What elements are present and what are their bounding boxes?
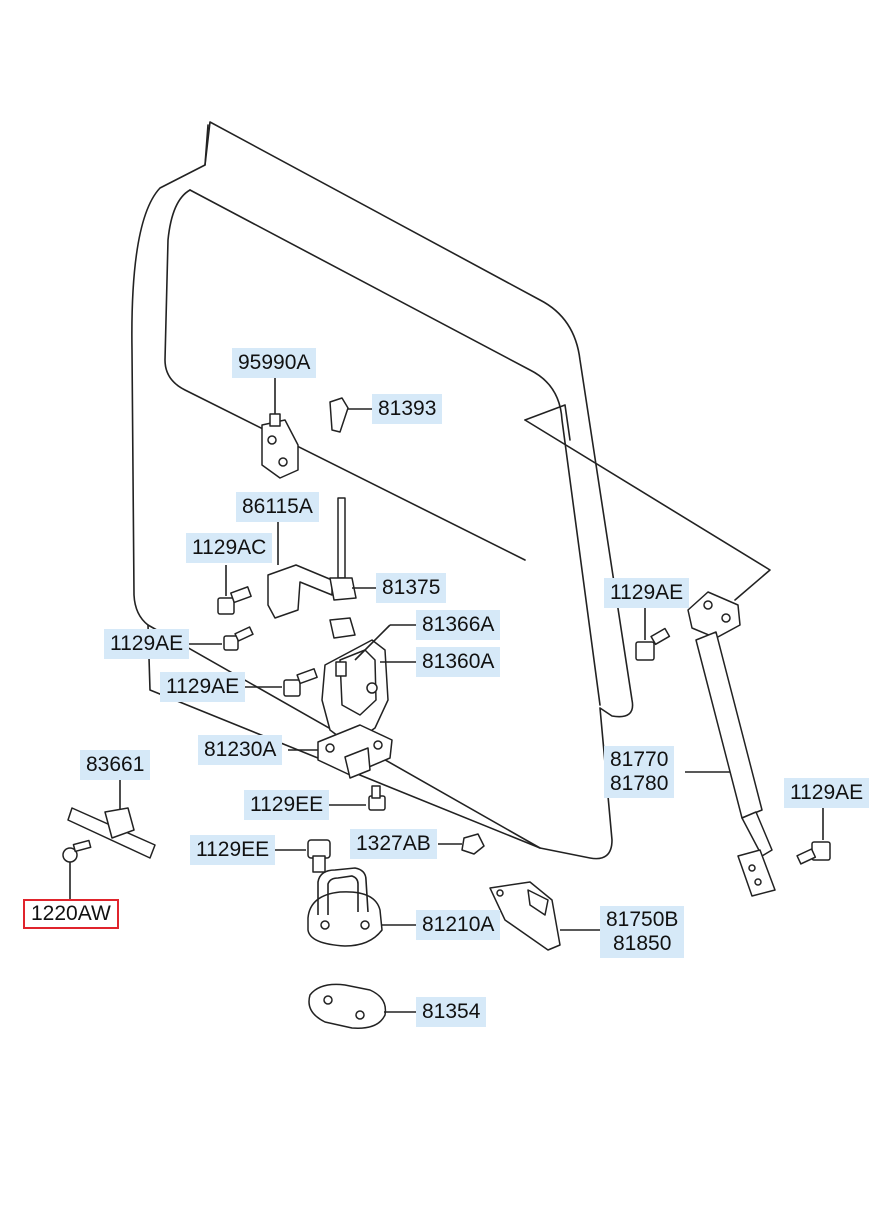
label-81375[interactable]: 81375 bbox=[376, 573, 447, 603]
label-81750B-81850[interactable]: 81750B 81850 bbox=[600, 906, 685, 958]
part-1129AC-bolt bbox=[217, 565, 252, 615]
part-1129AE-right-bolt bbox=[635, 608, 671, 661]
part-81230A-base bbox=[288, 724, 393, 779]
label-81360A[interactable]: 81360A bbox=[416, 647, 501, 677]
label-86115A[interactable]: 86115A bbox=[236, 492, 319, 522]
part-81354-plate bbox=[308, 983, 416, 1029]
label-1129AC[interactable]: 1129AC bbox=[186, 533, 273, 563]
label-81210A[interactable]: 81210A bbox=[416, 910, 501, 940]
label-81850: 81850 bbox=[613, 932, 672, 955]
label-1129AE-left[interactable]: 1129AE bbox=[104, 629, 190, 659]
label-1129AE-right[interactable]: 1129AE bbox=[604, 578, 690, 608]
part-81393-pin bbox=[329, 397, 372, 433]
part-81210A-striker bbox=[307, 867, 416, 947]
label-83661[interactable]: 83661 bbox=[80, 750, 151, 780]
label-81770: 81770 bbox=[610, 748, 669, 771]
label-1129EE-lower[interactable]: 1129EE bbox=[190, 835, 276, 865]
part-1129AE-far-right-bolt bbox=[796, 808, 831, 865]
part-1129AE-mid-bolt bbox=[240, 668, 318, 697]
label-95990A[interactable]: 95990A bbox=[232, 348, 317, 378]
part-83661-handle bbox=[67, 780, 156, 859]
part-81360A-latch bbox=[321, 617, 416, 746]
part-1327AB-nut bbox=[438, 833, 485, 855]
part-95990A-switch bbox=[261, 378, 299, 479]
label-81366A[interactable]: 81366A bbox=[416, 610, 501, 640]
label-1129AE-far-right[interactable]: 1129AE bbox=[784, 778, 870, 808]
label-1129AE-mid[interactable]: 1129AE bbox=[160, 672, 246, 702]
part-81375-rod bbox=[329, 497, 376, 601]
part-1220AW-screw bbox=[62, 839, 92, 900]
part-86115A-bracket bbox=[267, 519, 333, 619]
part-1129EE-upper-bolt bbox=[322, 785, 386, 811]
label-81393[interactable]: 81393 bbox=[372, 394, 443, 424]
part-81750B-bumper bbox=[489, 881, 600, 951]
label-81230A[interactable]: 81230A bbox=[198, 735, 283, 765]
part-1129AE-left-bolt bbox=[183, 626, 254, 651]
label-1220AW-selected[interactable]: 1220AW bbox=[23, 899, 119, 929]
label-81354[interactable]: 81354 bbox=[416, 997, 487, 1027]
label-81750B: 81750B bbox=[606, 908, 679, 931]
label-1129EE-upper[interactable]: 1129EE bbox=[244, 790, 330, 820]
label-81770-81780[interactable]: 81770 81780 bbox=[604, 746, 675, 798]
label-81780: 81780 bbox=[610, 772, 669, 795]
part-81770-gas-strut bbox=[685, 591, 776, 897]
label-1327AB[interactable]: 1327AB bbox=[350, 829, 437, 859]
part-1129EE-lower-bolt bbox=[268, 839, 331, 873]
